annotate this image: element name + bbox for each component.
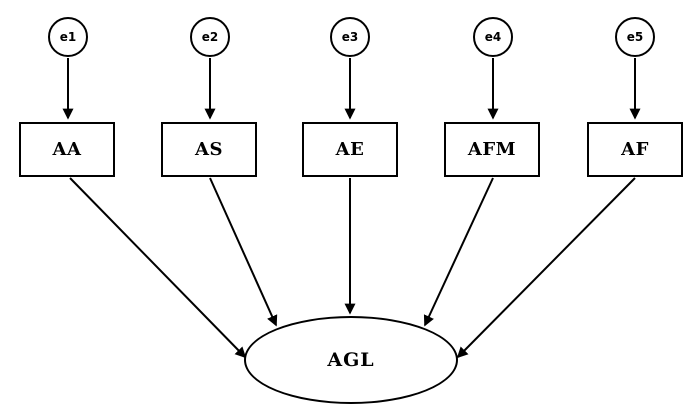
arrow-afm-to-agl (423, 177, 494, 327)
arrow-af-to-agl (456, 177, 636, 359)
latent-variable-node-agl: AGL (244, 316, 458, 404)
observed-variable-node-af: AF (587, 122, 683, 177)
arrow-aa-to-agl (69, 177, 247, 359)
observed-variable-node-as: AS (161, 122, 257, 177)
observed-variable-node-ae: AE (302, 122, 398, 177)
arrow-as-to-agl (209, 177, 278, 327)
error-term-node-e2: e2 (190, 17, 230, 57)
observed-variable-node-aa: AA (19, 122, 115, 177)
observed-variable-node-afm: AFM (444, 122, 540, 177)
error-term-node-e1: e1 (48, 17, 88, 57)
error-term-node-e5: e5 (615, 17, 655, 57)
error-term-node-e4: e4 (473, 17, 513, 57)
error-term-node-e3: e3 (330, 17, 370, 57)
